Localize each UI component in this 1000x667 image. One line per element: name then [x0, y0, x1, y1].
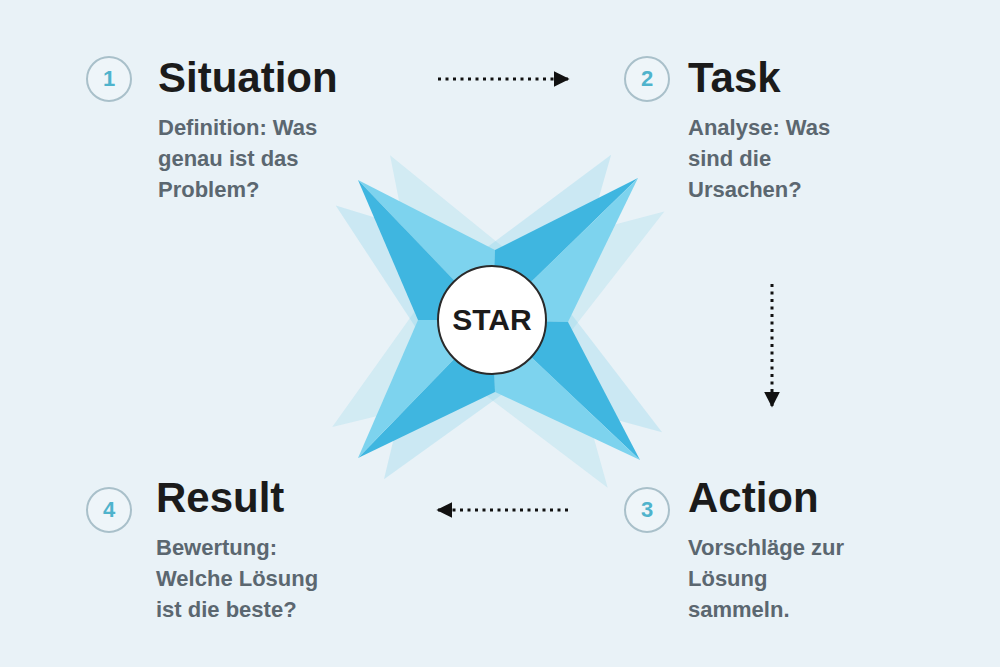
step-number: 4	[103, 499, 115, 521]
step-block: ActionVorschläge zur Lösung sammeln. 3	[572, 410, 872, 640]
step-description: Bewertung: Welche Lösung ist die beste?	[156, 532, 334, 625]
step-block: ResultBewertung: Welche Lösung ist die b…	[84, 410, 434, 640]
step-heading: Situation	[158, 54, 338, 102]
dotted-arrow	[438, 78, 568, 81]
dotted-arrow	[438, 509, 568, 512]
step-text-column: ResultBewertung: Welche Lösung ist die b…	[156, 474, 334, 625]
step-description: Analyse: Was sind die Ursachen?	[688, 112, 866, 205]
step-heading: Action	[688, 474, 866, 522]
step-block: TaskAnalyse: Was sind die Ursachen? 2	[572, 40, 872, 280]
step-number: 1	[103, 68, 115, 90]
step-number-circle: 2	[624, 56, 670, 102]
step-number-circle: 4	[86, 487, 132, 533]
step-description: Definition: Was genau ist das Problem?	[158, 112, 336, 205]
step-description: Vorschläge zur Lösung sammeln.	[688, 532, 866, 625]
step-text-column: TaskAnalyse: Was sind die Ursachen?	[688, 54, 866, 205]
step-text-column: ActionVorschläge zur Lösung sammeln.	[688, 474, 866, 625]
star-shadow	[332, 153, 666, 487]
star-shape	[358, 178, 640, 460]
step-number-circle: 3	[624, 487, 670, 533]
center-label: STAR	[452, 305, 531, 335]
step-number-circle: 1	[86, 56, 132, 102]
step-block: SituationDefinition: Was genau ist das P…	[84, 40, 434, 240]
step-number: 3	[641, 499, 653, 521]
step-heading: Task	[688, 54, 866, 102]
star-center-circle: STAR	[437, 265, 547, 375]
step-text-column: SituationDefinition: Was genau ist das P…	[158, 54, 338, 205]
dotted-arrow	[771, 284, 774, 406]
star-shadow	[335, 154, 662, 481]
step-heading: Result	[156, 474, 334, 522]
step-number: 2	[641, 68, 653, 90]
